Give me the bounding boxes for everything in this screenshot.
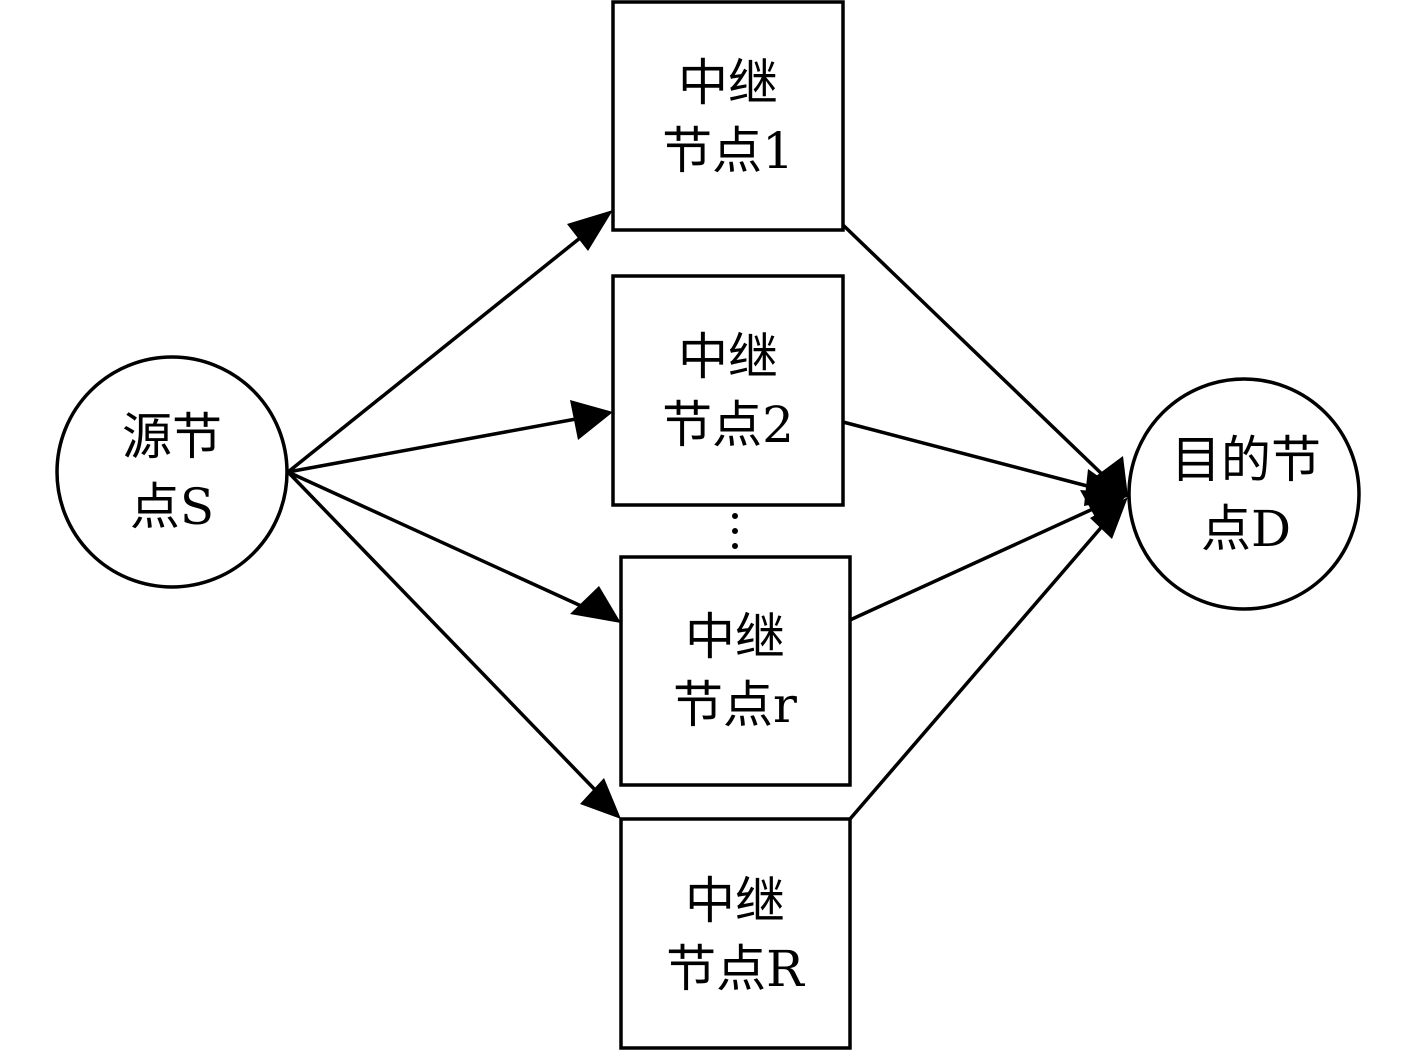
relay-node-R: 中继 节点R (619, 817, 852, 1050)
relay-node-2: 中继 节点2 (611, 274, 845, 507)
destination-node: 目的节 点D (1127, 377, 1361, 611)
edge-source-to-relay-R (286, 470, 621, 819)
edge-source-to-relay-r (287, 470, 621, 623)
source-node: 源节 点S (55, 355, 289, 589)
relay-node-1-label-line2: 节点1 (662, 122, 794, 180)
edge-source-to-relay-2 (287, 400, 613, 474)
edge-relay-1-to-destination (841, 223, 1128, 497)
edge-relay-R-to-destination (848, 497, 1128, 821)
edge-source-to-relay-1 (286, 210, 613, 474)
source-node-label-line1: 源节 (122, 408, 222, 466)
relay-node-R-label-line2: 节点R (666, 940, 805, 998)
ellipsis-dots (732, 513, 738, 549)
relay-node-2-label-line1: 中继 (678, 328, 778, 386)
relay-node-r-label-line1: 中继 (685, 608, 785, 666)
relay-node-r: 中继 节点r (619, 555, 852, 787)
destination-node-label-line2: 点D (1201, 500, 1291, 558)
destination-node-label-line1: 目的节 (1171, 431, 1321, 489)
relay-node-2-label-line2: 节点2 (662, 396, 794, 454)
relay-node-R-label-line1: 中继 (685, 872, 785, 930)
relay-node-r-label-line2: 节点r (673, 676, 797, 734)
relay-node-1-label-line1: 中继 (678, 54, 778, 112)
source-node-label-line2: 点S (130, 478, 214, 536)
relay-node-1: 中继 节点1 (611, 0, 845, 232)
edge-relay-r-to-destination (849, 490, 1128, 622)
